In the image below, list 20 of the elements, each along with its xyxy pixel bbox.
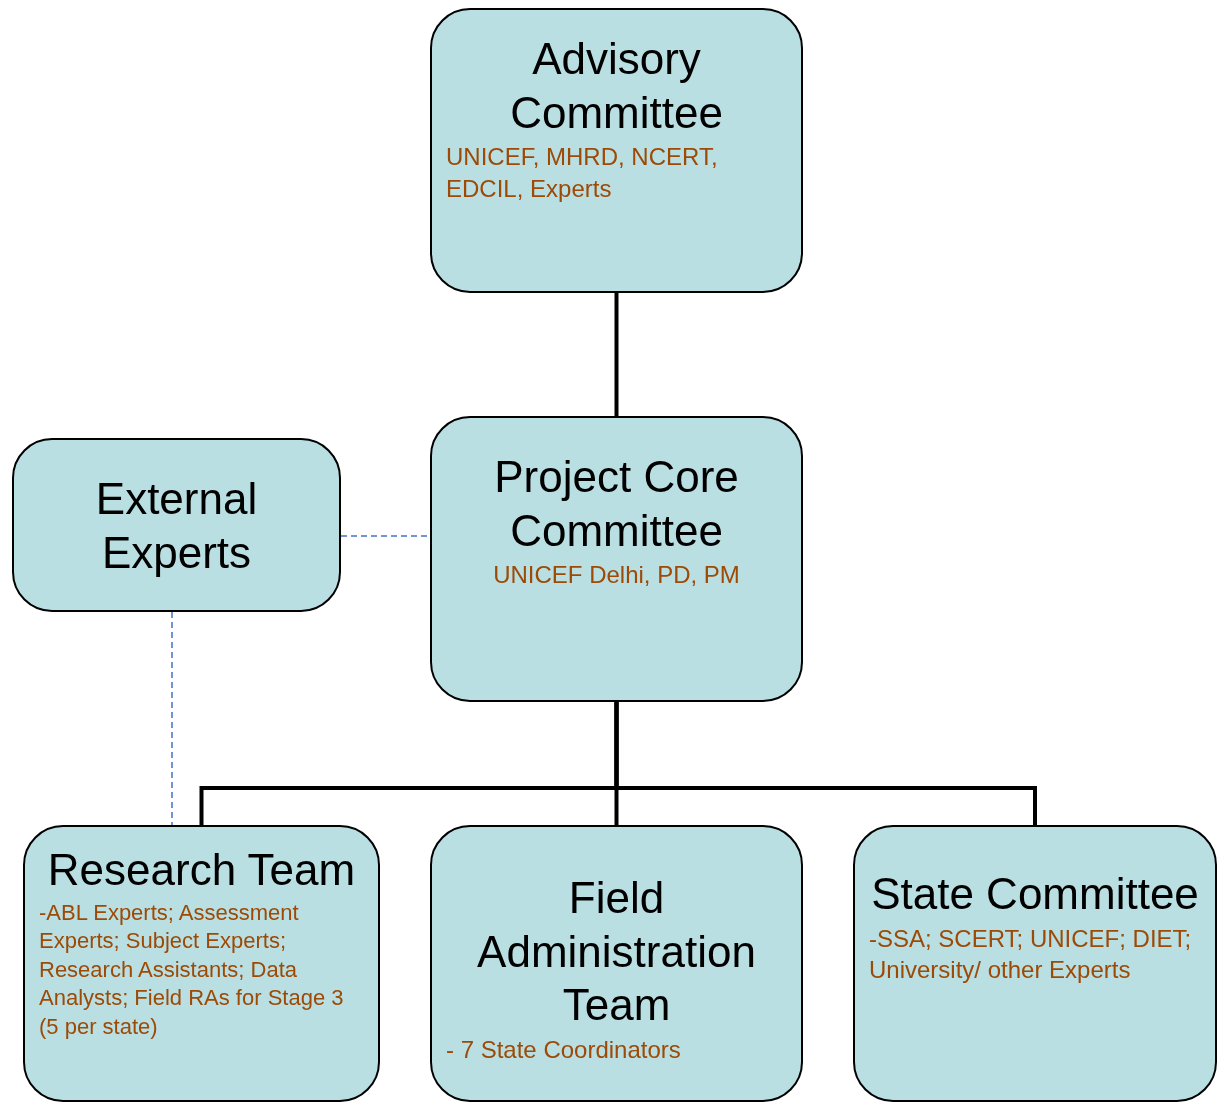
box-title: Research Team <box>47 844 356 896</box>
box-title: Project Core Committee <box>493 451 740 557</box>
rounded-box <box>12 438 341 612</box>
member-list: UNICEF Delhi, PD, PM <box>446 559 787 591</box>
box-title: Advisory Committee <box>509 33 724 139</box>
connector-line <box>614 293 619 416</box>
box-title: State Committee <box>871 868 1199 920</box>
box-title: Field Administration Team <box>476 872 757 1032</box>
member-list: -SSA; SCERT; UNICEF; DIET; University/ other Experts <box>869 922 1201 986</box>
member-list: UNICEF, MHRD, NCERT, EDCIL, Experts <box>446 141 787 204</box>
connector-line <box>614 702 1037 825</box>
rounded-box <box>853 825 1217 1102</box>
rounded-box <box>430 825 803 1102</box>
box-title: External Experts <box>94 473 259 579</box>
member-list: - 7 State Coordinators <box>446 1034 787 1066</box>
dashed-connector <box>171 611 173 826</box>
member-list: -ABL Experts; Assessment Experts; Subject Experts; Research Assistants; Data Analysts; Field RAs for Stage 3 (5 per state) <box>39 898 364 1042</box>
rounded-box <box>23 825 380 1102</box>
rounded-box <box>430 416 803 702</box>
rounded-box <box>430 8 803 293</box>
